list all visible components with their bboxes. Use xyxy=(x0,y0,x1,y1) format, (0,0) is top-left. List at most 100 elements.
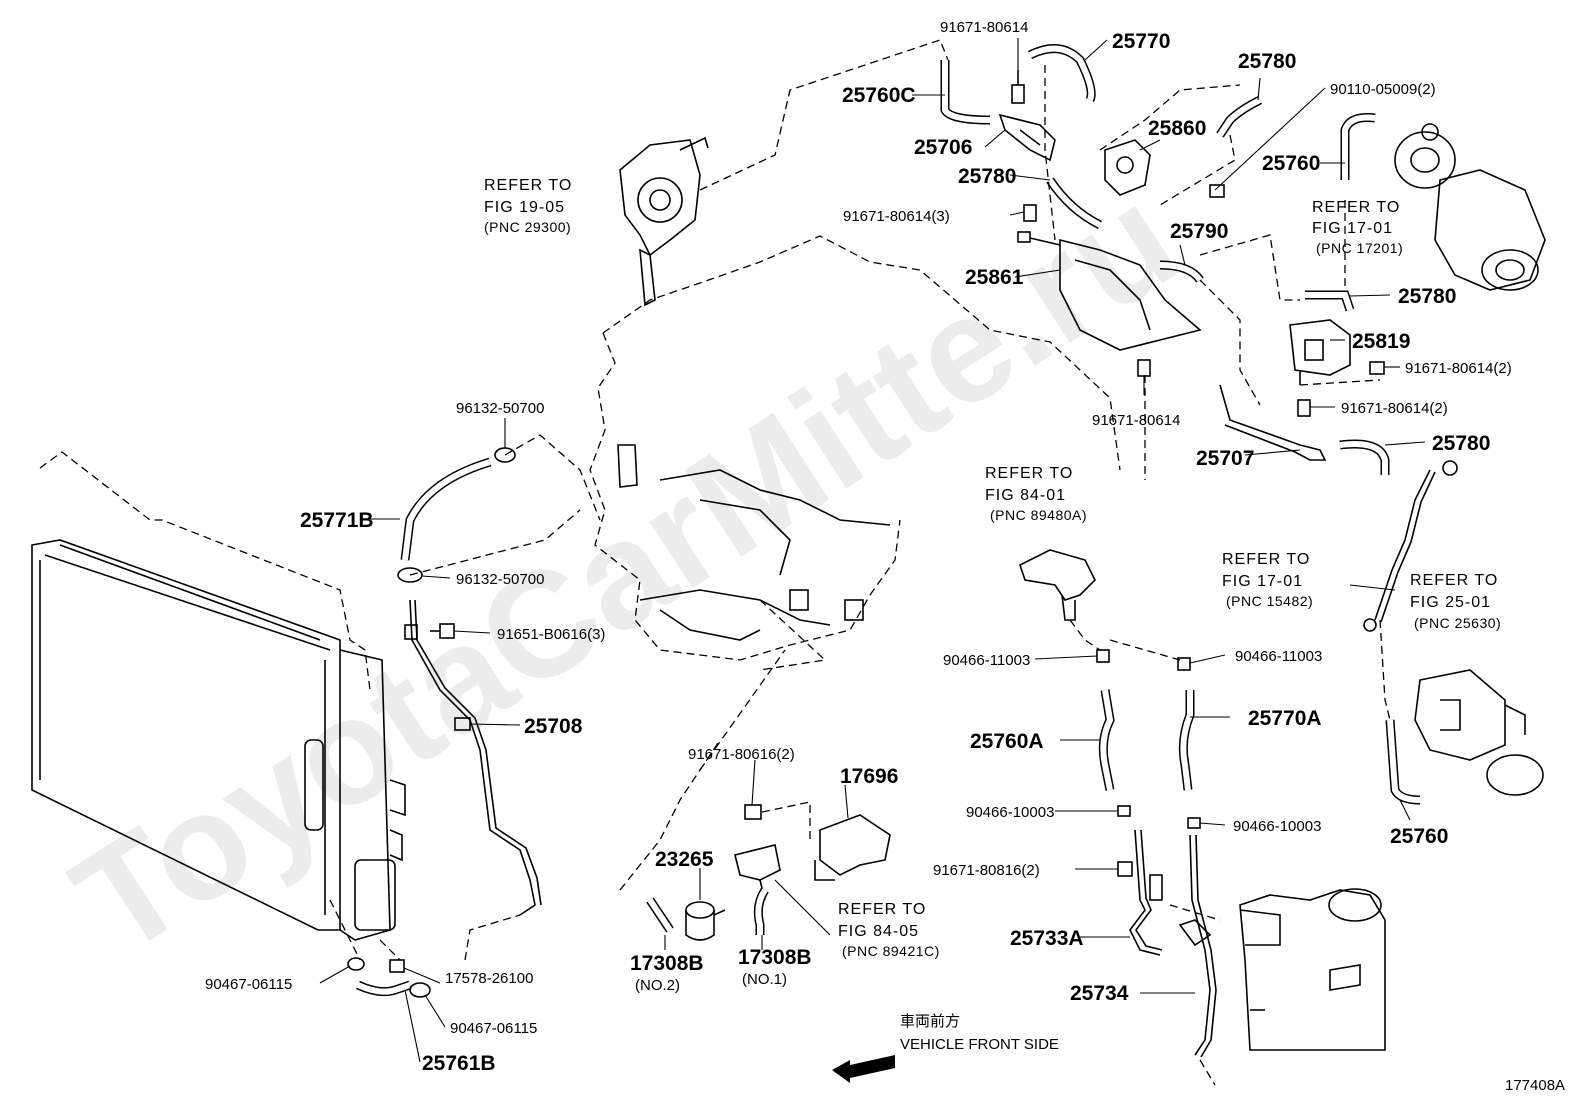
label-25771B: 25771B xyxy=(300,509,374,532)
ref-2501-l2: FIG 25-01 xyxy=(1410,594,1491,611)
ref-8405-l2: FIG 84-05 xyxy=(838,923,919,940)
bracket-25861 xyxy=(1017,231,1202,351)
label-17308B-no1-sub: (NO.1) xyxy=(742,971,787,988)
label-91671-80614-2a: 91671-80614(2) xyxy=(1405,360,1512,377)
label-25760A: 25760A xyxy=(970,730,1044,753)
label-17696: 17696 xyxy=(840,765,898,788)
bolt-91671-80816 xyxy=(1117,861,1133,877)
label-25734: 25734 xyxy=(1070,982,1129,1005)
bolt-91671-80616 xyxy=(744,804,762,820)
bolt-91671-3 xyxy=(1023,204,1037,222)
sensor-89421C xyxy=(734,844,781,901)
hose-25790 xyxy=(1159,260,1204,283)
sensor-89480A xyxy=(1019,549,1096,621)
hose-25770 xyxy=(1027,44,1096,103)
ref-1701a-l1: REFER TO xyxy=(1312,199,1400,216)
hose-25780-top xyxy=(1216,95,1263,138)
ref-1701a-l2: FIG 17-01 xyxy=(1312,220,1393,237)
bolt-91671-top xyxy=(1011,70,1025,104)
clamp-90466-11003b xyxy=(1177,657,1191,671)
hose-25771B xyxy=(400,457,492,561)
bolt-91671-2b xyxy=(1297,399,1311,417)
label-25760-right: 25760 xyxy=(1390,825,1448,848)
label-25861: 25861 xyxy=(965,266,1024,289)
bolt-91671-mid xyxy=(1137,359,1151,377)
pipe-25708 xyxy=(404,599,542,916)
label-25706: 25706 xyxy=(914,136,972,159)
label-17578-26100: 17578-26100 xyxy=(445,970,533,987)
ref-1701a-l3: (PNC 17201) xyxy=(1316,240,1403,256)
ref-1905-l1: REFER TO xyxy=(484,177,572,194)
label-25780-top: 25780 xyxy=(1238,50,1296,73)
vacuum-pump xyxy=(619,39,949,307)
label-25860: 25860 xyxy=(1148,117,1206,140)
bracket-17696 xyxy=(814,814,891,881)
label-17308B-no1: 17308B xyxy=(738,946,812,969)
egr-valve xyxy=(1414,669,1544,796)
pipe-25733A xyxy=(1129,829,1163,956)
intake-manifold xyxy=(1239,888,1386,1051)
vehicle-front-arrow-icon xyxy=(832,1055,895,1083)
radiator xyxy=(31,451,406,941)
leader-lines xyxy=(319,38,1426,1063)
label-25760-top: 25760 xyxy=(1262,152,1320,175)
ref-1701b-l2: FIG 17-01 xyxy=(1222,573,1303,590)
ref-1701b-l1: REFER TO xyxy=(1222,551,1310,568)
label-25761B: 25761B xyxy=(422,1052,496,1075)
label-25733A: 25733A xyxy=(1010,927,1084,950)
ref-8401-l3: (PNC 89480A) xyxy=(990,507,1087,523)
hose-25760C xyxy=(940,60,991,125)
ref-2501-l1: REFER TO xyxy=(1410,572,1498,589)
pipe-15482 xyxy=(1363,460,1458,632)
clamp-90466-10003b xyxy=(1187,817,1201,829)
label-25790: 25790 xyxy=(1170,220,1228,243)
label-90466-11003b: 90466-11003 xyxy=(1235,648,1322,665)
label-90466-11003a: 90466-11003 xyxy=(943,652,1030,669)
ref-2501-l3: (PNC 25630) xyxy=(1414,615,1501,631)
label-25780-low: 25780 xyxy=(1432,432,1490,455)
bolt-91671-2a xyxy=(1369,361,1385,375)
hose-25760-right xyxy=(1385,719,1421,805)
hose-25760A xyxy=(1098,689,1115,791)
label-91671-80614-3: 91671-80614(3) xyxy=(843,208,950,225)
label-96132-50700-b: 96132-50700 xyxy=(456,571,544,588)
hose-17308B-no1 xyxy=(753,887,769,935)
label-25707: 25707 xyxy=(1196,447,1254,470)
bracket-25706 xyxy=(998,113,1056,162)
label-91671-80614-top: 91671-80614 xyxy=(940,19,1028,36)
clamp-96132-lower xyxy=(397,567,423,583)
pipe-25734 xyxy=(1178,834,1217,1058)
ref-8405-l3: (PNC 89421C) xyxy=(842,943,940,959)
vsv-25819 xyxy=(1289,319,1351,385)
label-91671-80816: 91671-80816(2) xyxy=(933,862,1040,879)
label-90466-10003a: 90466-10003 xyxy=(966,804,1054,821)
label-25819: 25819 xyxy=(1352,330,1410,353)
label-91671-80616: 91671-80616(2) xyxy=(688,746,795,763)
hose-25770A xyxy=(1178,690,1195,791)
label-96132-50700-a: 96132-50700 xyxy=(456,400,544,417)
hose-25780-low xyxy=(1339,439,1390,475)
label-90467-06115-a: 90467-06115 xyxy=(205,976,292,993)
ref-8401-l1: REFER TO xyxy=(985,465,1073,482)
label-90110: 90110-05009(2) xyxy=(1330,81,1436,98)
ref-8405-l1: REFER TO xyxy=(838,901,926,918)
label-17308B-no2: 17308B xyxy=(630,952,704,975)
front-label-jp: 車両前方 xyxy=(900,1013,960,1030)
label-90466-10003b: 90466-10003 xyxy=(1233,818,1321,835)
ref-1905-l3: (PNC 29300) xyxy=(484,219,571,235)
label-91651-B0616: 91651-B0616(3) xyxy=(497,626,605,643)
hose-17308B-no2 xyxy=(646,897,674,933)
label-25770A: 25770A xyxy=(1248,707,1322,730)
label-17308B-no2-sub: (NO.2) xyxy=(635,977,680,994)
diagram-id: 177408A xyxy=(1505,1077,1565,1094)
hose-25780-mid xyxy=(1046,177,1103,230)
front-label-en: VEHICLE FRONT SIDE xyxy=(900,1036,1059,1053)
label-91671-80614-2b: 91671-80614(2) xyxy=(1341,400,1448,417)
part-labels: REFER TO FIG 19-05 (PNC 29300) REFER TO … xyxy=(205,19,1565,1094)
clamp-90466-10003a xyxy=(1117,805,1131,817)
label-91671-80614-mid: 91671-80614 xyxy=(1092,412,1180,429)
turbo-assembly xyxy=(1394,123,1546,291)
ref-1701b-l3: (PNC 15482) xyxy=(1226,593,1313,609)
clamp-90466-11003a xyxy=(1096,649,1110,663)
hose-25761B xyxy=(356,980,412,997)
